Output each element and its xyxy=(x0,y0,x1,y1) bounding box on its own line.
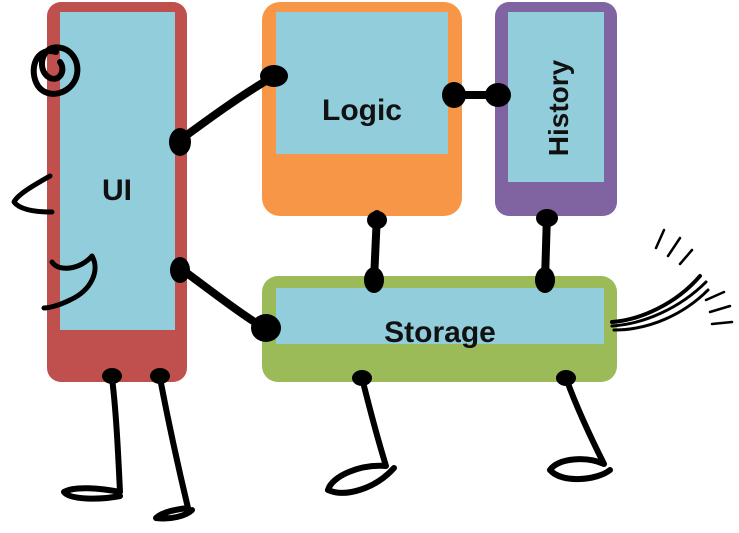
ui-right-leg xyxy=(153,375,195,522)
storage-right-leg xyxy=(547,375,613,483)
ui-face xyxy=(11,44,98,311)
logic-label: Logic xyxy=(322,94,402,127)
storage-left-leg xyxy=(325,375,397,496)
logic-storage-connector xyxy=(364,210,387,293)
ui-storage-connector xyxy=(170,257,281,342)
ui-module: UI xyxy=(47,2,187,382)
logic-panel xyxy=(276,12,448,154)
ui-logic-connector xyxy=(169,65,288,156)
nose-icon xyxy=(11,173,55,215)
storage-module: Storage xyxy=(262,276,617,382)
logic-history-connector xyxy=(442,82,511,108)
history-label: History xyxy=(543,59,574,156)
history-panel xyxy=(508,12,604,182)
ui-left-leg xyxy=(61,375,123,502)
tail-icon xyxy=(610,274,702,324)
storage-panel xyxy=(276,288,604,344)
storage-legs xyxy=(325,370,613,496)
storage-label: Storage xyxy=(384,316,496,349)
history-module: History xyxy=(495,2,617,216)
motion-lines-icon xyxy=(654,228,666,250)
ui-legs xyxy=(61,368,195,522)
storage-tail xyxy=(610,228,734,332)
mouth-icon xyxy=(41,253,98,311)
history-storage-connector xyxy=(535,209,558,293)
eye-icon xyxy=(30,44,81,97)
ui-label: UI xyxy=(102,174,132,207)
logic-module: Logic xyxy=(262,2,462,216)
